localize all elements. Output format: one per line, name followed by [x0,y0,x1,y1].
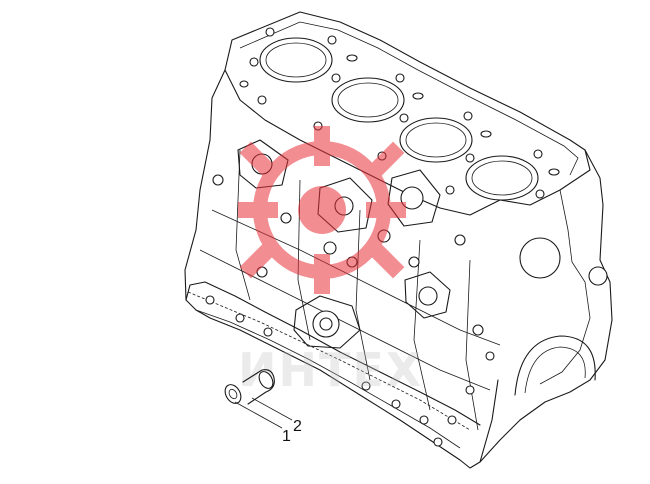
deck-bolt-hole [265,27,275,37]
sleeve-body [242,369,275,405]
boss-left-upper [237,139,289,189]
deck-bolt-hole [257,95,267,105]
engine-block [184,11,613,469]
cylinder-liner-4 [471,160,533,196]
side-bolt-hole [485,351,495,361]
deck-bolt-hole [463,111,473,121]
block-end-face-inner [539,189,591,385]
side-dashed-seam [187,291,471,431]
sleeve-end [258,371,274,389]
deck-bolt-hole [533,149,543,159]
block-deck-outline [224,11,591,216]
cylinder-liner-1 [265,42,327,78]
cylinder-bore-3 [399,117,473,163]
deck-bolt-hole [445,185,455,195]
side-bolt-hole [465,385,475,395]
coolant-port [412,92,424,100]
boss-right-hole [400,186,424,210]
leader-line-1 [234,401,283,429]
part-sleeve [224,369,275,405]
side-bolt-hole [472,324,484,336]
block-skirt [185,281,481,426]
side-rib-4 [413,239,431,411]
skirt-bolt-hole [361,381,371,391]
cylinder-liner-3 [405,122,467,158]
watermark: ИНТЕХ [238,126,421,397]
callout-1: 1 [282,428,291,445]
deck-bolt-hole [465,153,475,163]
side-bolt-hole [323,241,337,255]
side-bolt-hole [212,174,224,186]
cylinder-bore-4 [465,155,539,201]
block-front-face [184,69,499,469]
coolant-port [239,80,249,88]
callout-2: 2 [293,418,302,435]
deck-bolt-hole [331,73,341,83]
deck-bolt-hole [535,189,545,199]
leader-line-2 [251,397,293,421]
oil-filter-pad [293,295,361,349]
crank-seal-arch-inner [524,346,586,394]
skirt-bolt-hole [235,313,245,323]
watermark-logo-icon [238,126,406,294]
skirt-bolt-hole [391,399,401,409]
skirt-bolt-hole [433,437,443,447]
cylinder-liner-2 [337,82,399,118]
skirt-bolt-hole [205,295,215,305]
side-rib-3 [355,209,371,381]
deck-bolt-hole [249,57,259,67]
coolant-port [548,168,560,176]
end-face-small-bore [588,266,608,286]
deck-bolt-hole [327,35,337,45]
boss-lower-right-hole [418,286,438,306]
callouts: 1 2 [234,397,302,445]
deck-bolt-hole [399,113,409,123]
cylinder-bore-1 [259,37,333,83]
crank-seal-arch [514,335,596,396]
side-bolt-hole [280,212,292,224]
deck-bolt-hole [395,73,405,83]
side-rib-5 [465,259,479,431]
side-rib-1 [235,149,251,301]
block-deck-inner-edge [239,21,579,176]
ring-washer [224,384,242,404]
skirt-bolt-hole [263,327,273,337]
end-face-bore [519,237,561,279]
side-bolt-hole [408,256,420,268]
boss-lower-right [404,271,451,319]
side-bolt-hole [454,234,466,246]
oil-filter-pad-inner [319,317,333,331]
skirt-bolt-hole [419,415,429,425]
ring-washer-inner [228,388,238,400]
coolant-port [480,130,492,138]
cylinder-bore-2 [331,77,405,123]
side-bolt-hole [447,415,457,425]
block-end-face [479,149,613,463]
coolant-port [346,54,358,62]
